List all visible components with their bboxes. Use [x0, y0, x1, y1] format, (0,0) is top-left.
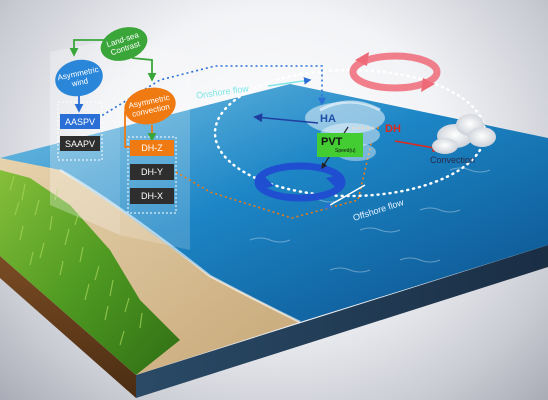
node-dh-y: DH-Y: [130, 164, 174, 180]
block-side-right: [136, 245, 548, 398]
label-dh: DH: [385, 123, 401, 135]
arrow-contrast-to-convection: [131, 57, 157, 82]
ha-arrow: [253, 113, 319, 124]
node-label: Asymmetric convection: [127, 92, 171, 119]
circulation-arrow-blue-icon: [254, 162, 346, 202]
node-saapv: SAAPV: [60, 136, 100, 151]
node-label: SAAPV: [64, 138, 95, 149]
offshore-link-dotted: [175, 139, 373, 219]
node-label: DH-X: [141, 191, 163, 201]
grass-land: [0, 170, 180, 375]
node-dh-z: DH-Z: [130, 140, 174, 156]
node-label: Land-sea Contrast: [105, 30, 142, 58]
node-label: DH-Z: [141, 143, 163, 153]
pvt-box: PVT Speed(u): [317, 133, 363, 157]
onshore-flow-arrow: [267, 77, 312, 87]
circulation-arrow-red-icon: [349, 52, 441, 92]
cloud-icon: [432, 114, 496, 154]
label-ha: HA: [320, 113, 336, 125]
label-pvt-sub: Speed(u): [335, 148, 356, 154]
block-side-left: [0, 256, 136, 398]
surf-line: [59, 168, 301, 324]
node-aaspv: AASPV: [60, 114, 100, 129]
grass-texture: [9, 175, 143, 346]
label-convection: Convection: [430, 155, 476, 165]
node-dh-x: DH-X: [130, 188, 174, 204]
arrow-contrast-to-wind: [69, 39, 104, 57]
offshore-flow-arrow: [323, 184, 366, 209]
wave-texture: [249, 167, 491, 273]
node-label: Asymmetric wind: [56, 64, 100, 89]
dashed-box-wind: [57, 101, 103, 161]
label-pvt: PVT: [321, 136, 343, 148]
node-label: DH-Y: [141, 167, 163, 177]
node-label: AASPV: [64, 116, 95, 127]
